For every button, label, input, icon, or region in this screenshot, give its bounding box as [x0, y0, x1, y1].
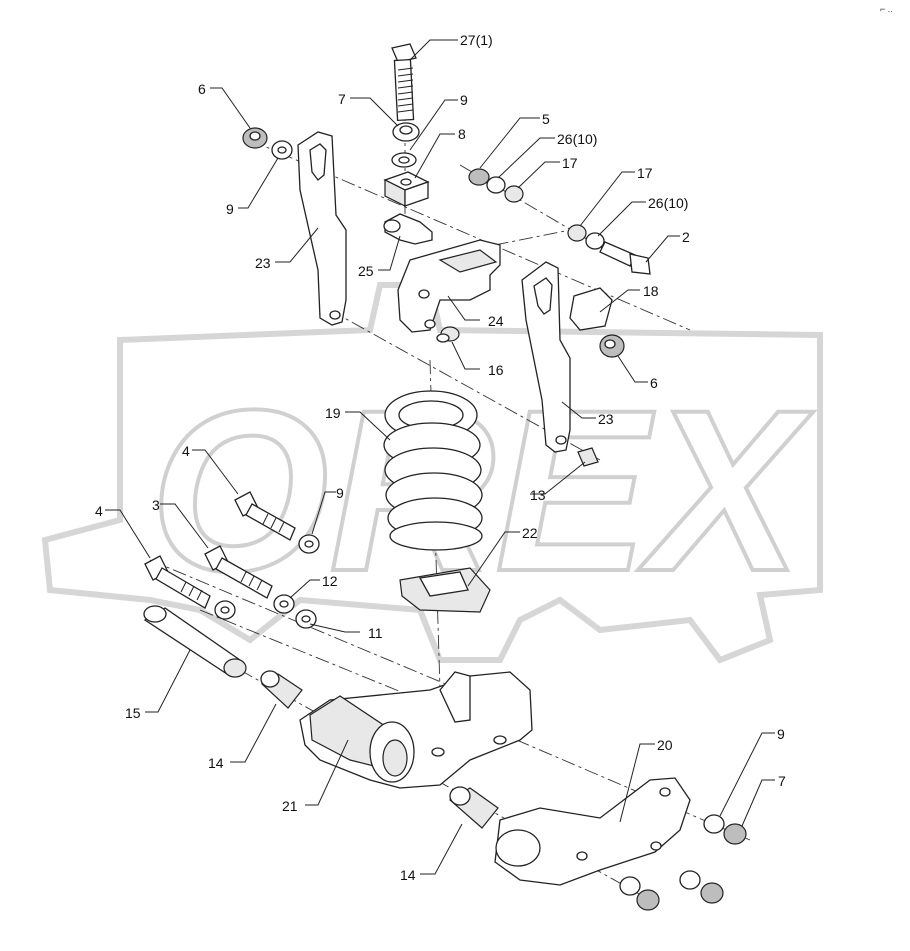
nut-bottom-2 [700, 882, 724, 904]
label-3: 3 [152, 497, 160, 513]
label-12: 12 [322, 573, 338, 589]
label-6-right: 6 [650, 375, 658, 391]
bushing-14-upper [260, 670, 303, 709]
pad-18 [569, 287, 613, 331]
bolt-27 [391, 43, 417, 122]
label-20: 20 [657, 737, 673, 753]
bolt-4-upper [234, 491, 296, 541]
label-26-lower: 26(10) [648, 195, 688, 211]
label-21: 21 [282, 798, 298, 814]
bolt-3 [204, 545, 273, 599]
bushing-14-lower [448, 786, 499, 829]
label-9-mid: 9 [336, 485, 344, 501]
label-14-lower: 14 [400, 867, 416, 883]
label-17-lower: 17 [637, 165, 653, 181]
corner-mark: ⌐ .. [880, 4, 893, 14]
label-7-right: 7 [778, 773, 786, 789]
label-23-right: 23 [598, 411, 614, 427]
label-25: 25 [358, 263, 374, 279]
label-9-right: 9 [777, 726, 785, 742]
label-19: 19 [325, 405, 341, 421]
spacer-17-lower [567, 224, 587, 242]
pin-13 [577, 447, 599, 467]
nut-7-right [723, 823, 747, 845]
washer-26-lower [585, 232, 605, 250]
label-17-upper: 17 [562, 155, 578, 171]
label-11: 11 [368, 625, 383, 641]
label-23-left: 23 [255, 255, 271, 271]
washer-bottom-2 [679, 870, 701, 890]
label-4-lower: 4 [95, 503, 103, 519]
label-26-upper: 26(10) [557, 131, 597, 147]
label-13: 13 [530, 487, 546, 503]
plate-20 [494, 777, 691, 886]
label-4-upper: 4 [182, 443, 190, 459]
nut-bottom-1 [636, 889, 660, 911]
label-22: 22 [522, 525, 538, 541]
part-labels: 27(1) 7 9 6 8 9 5 26(10) 17 17 26(10) 2 … [95, 32, 786, 883]
block-8 [383, 171, 430, 207]
label-6-left: 6 [198, 81, 206, 97]
label-14-upper: 14 [208, 755, 224, 771]
washer-26-upper [486, 176, 506, 194]
washer-9-right [703, 814, 725, 834]
label-9-top: 9 [460, 92, 468, 108]
label-18: 18 [643, 283, 659, 299]
nut-5 [468, 168, 490, 186]
stud-25 [383, 213, 433, 245]
arm-21 [299, 671, 533, 789]
spring-19 [383, 390, 483, 551]
label-2: 2 [682, 229, 690, 245]
plate-23-right [521, 261, 571, 453]
label-7-top: 7 [338, 91, 346, 107]
bolt-4-lower [144, 555, 211, 609]
label-15: 15 [125, 705, 141, 721]
washer-bottom-1 [619, 876, 641, 896]
label-8: 8 [458, 126, 466, 142]
leader-lines [105, 39, 775, 875]
spacer-16 [436, 326, 460, 343]
bolt-2 [599, 241, 651, 275]
tube-15 [143, 605, 247, 678]
seat-22 [399, 567, 491, 613]
label-16: 16 [488, 362, 504, 378]
label-27: 27(1) [460, 32, 493, 48]
label-5: 5 [542, 111, 550, 127]
label-9-left: 9 [226, 201, 234, 217]
plate-23-left [297, 131, 347, 326]
spacer-17-upper [504, 185, 524, 203]
bracket-24 [397, 239, 501, 333]
label-24: 24 [488, 313, 504, 329]
